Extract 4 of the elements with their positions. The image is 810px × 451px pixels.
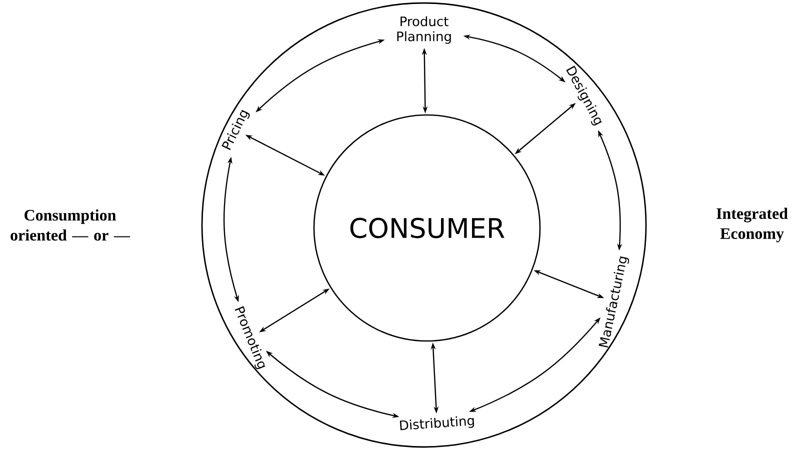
stage-label: Product Planning [397, 16, 451, 44]
stage-label: Distributing [400, 416, 474, 430]
side-text: Consumption oriented — or — [10, 209, 130, 241]
side-text: Integrated Economy [716, 208, 788, 242]
